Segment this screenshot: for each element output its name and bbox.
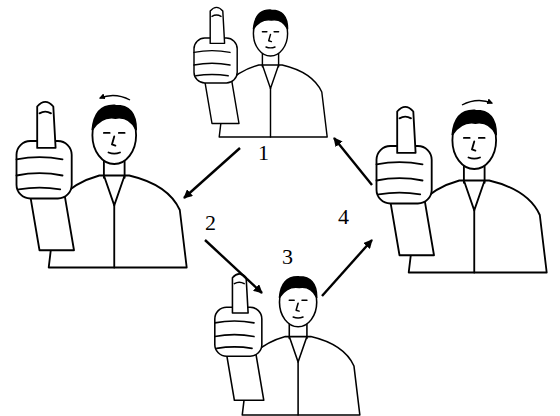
person-figure <box>377 107 547 273</box>
cycle-arrow <box>322 240 372 296</box>
callout-number: 4 <box>338 206 349 228</box>
callout-number: 2 <box>205 212 216 234</box>
cycle-arrow <box>184 148 240 198</box>
cycle-arrow <box>334 138 372 185</box>
callout-number: 3 <box>282 246 293 268</box>
person-figure <box>194 7 327 137</box>
cycle-arrow <box>205 240 262 293</box>
turn-arrow <box>100 95 130 100</box>
person-figure <box>215 274 360 415</box>
turn-arrow <box>462 100 492 105</box>
person-figure <box>17 102 187 268</box>
callout-number: 1 <box>258 142 269 164</box>
